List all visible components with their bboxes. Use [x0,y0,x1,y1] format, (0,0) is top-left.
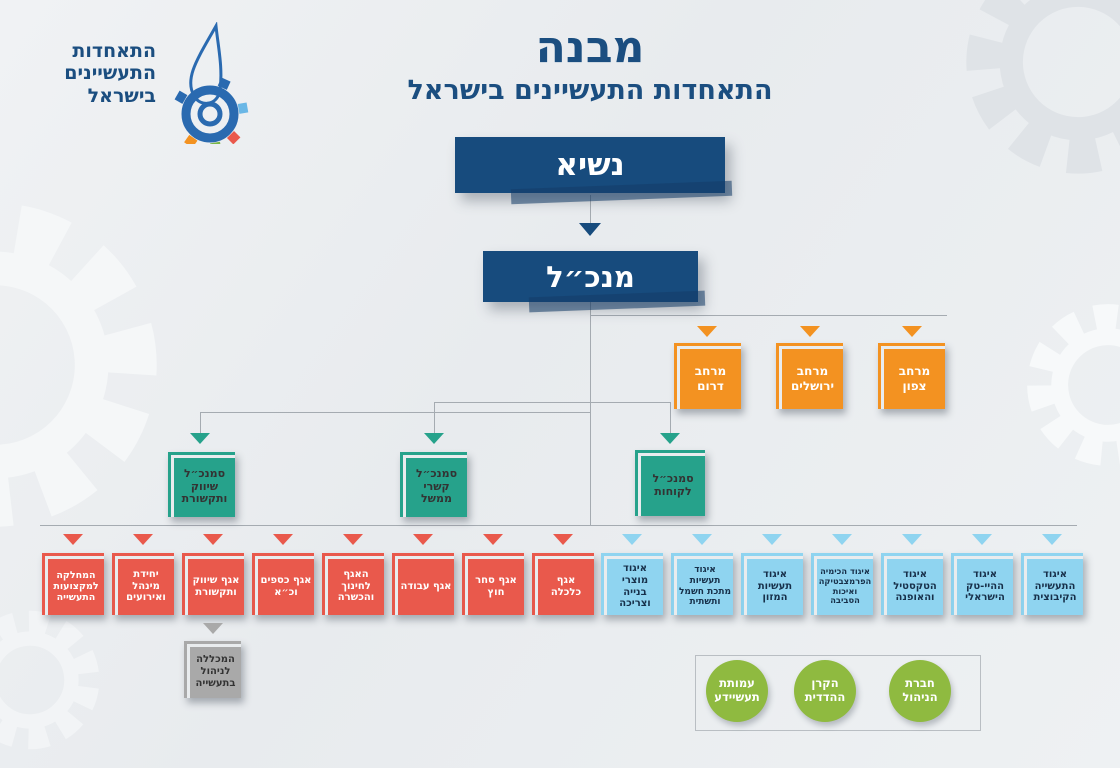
node-dept-marketing-communications: אגף שיווק ותקשורת [182,553,244,615]
connector-line [670,402,671,433]
arrow-down-icon [800,326,820,337]
logo-gear-droplet-icon [174,22,249,144]
org-logo: התאחדות התעשיינים בישראל [30,22,260,144]
arrow-down-icon [622,534,642,545]
logo-wordmark: התאחדות התעשיינים בישראל [38,40,156,107]
arrow-down-icon [697,326,717,337]
arrow-down-icon [63,534,83,545]
arrow-down-icon [553,534,573,545]
node-dept-finance-hr: אגף כספים וכ״א [252,553,314,615]
arrow-down-icon [762,534,782,545]
arrow-down-icon [273,534,293,545]
node-assoc-chemistry-pharma-environment: איגוד הכימיה הפרמצבטיקה ואיכות הסביבה [811,553,873,615]
logo-line: התאחדות [72,40,156,62]
connector-line [590,302,591,525]
node-management-company: חברת הניהול [889,660,951,722]
page-subtitle: התאחדות התעשיינים בישראל [407,75,773,106]
node-taasiyeda: עמותת תעשיידע [706,660,768,722]
arrow-down-icon [902,534,922,545]
node-dept-labor: אגף עבודה [392,553,454,615]
arrow-down-icon [902,326,922,337]
arrow-down-icon [190,433,210,444]
node-assoc-building-consumer-products: איגוד מוצרי בנייה וצריכה [601,553,663,615]
arrow-down-icon [692,534,712,545]
connector-line [40,525,1077,526]
page-header: מבנה התאחדות התעשיינים בישראל [380,22,800,106]
logo-line: בישראל [87,84,156,107]
node-assoc-food-industries: איגוד תעשיות המזון [741,553,803,615]
node-college-industry-management: המכללה לניהול בתעשייה [184,641,241,698]
node-region-north: מרחב צפון [878,343,945,409]
arrow-down-icon [343,534,363,545]
node-assoc-metal-electricity-infrastructure: איגוד תעשיות מתכת חשמל ותשתית [671,553,733,615]
arrow-down-icon [413,534,433,545]
node-president: נשיא [455,137,725,193]
node-dept-foreign-trade: אגף סחר חוץ [462,553,524,615]
node-unit-admin-events: יחידת מינהל ואירועים [112,553,174,615]
arrow-down-icon [483,534,503,545]
node-vp-government-relations: סמנכ״ל קשרי ממשל [400,452,467,517]
arrow-down-icon [424,433,444,444]
node-assoc-hitech: איגוד ההיי-טק הישראלי [951,553,1013,615]
arrow-down-icon [1042,534,1062,545]
node-dept-industry-professions: המחלקה למקצועות התעשייה [42,553,104,615]
subsidiaries-frame [695,655,981,731]
connector-line [434,402,670,403]
arrow-down-icon [832,534,852,545]
connector-line [590,315,947,316]
node-vp-customers: סמנכ״ל לקוחות [635,450,705,516]
node-mutual-fund: הקרן ההדדית [794,660,856,722]
node-region-jerusalem: מרחב ירושלים [776,343,843,409]
node-dept-education-training: האגף לחינוך והכשרה [322,553,384,615]
arrow-down-icon [133,534,153,545]
node-assoc-kibbutz-industry: איגוד התעשייה הקיבוצית [1021,553,1083,615]
arrow-down-icon [203,623,223,634]
connector-line [590,195,591,223]
arrow-down-icon [972,534,992,545]
page-title: מבנה [535,22,645,73]
logo-line: התעשיינים [64,62,156,85]
connector-line [200,412,590,413]
node-region-south: מרחב דרום [674,343,741,409]
arrow-down-icon [203,534,223,545]
node-ceo: מנכ״ל [483,251,698,302]
node-vp-marketing-communications: סמנכ״ל שיווק ותקשורת [168,452,235,517]
node-dept-economics: אגף כלכלה [532,553,594,615]
node-assoc-textile-fashion: איגוד הטקסטיל והאופנה [881,553,943,615]
arrow-down-icon [660,433,680,444]
arrow-down-icon [579,223,601,236]
connector-line [200,412,201,433]
connector-line [434,402,435,433]
